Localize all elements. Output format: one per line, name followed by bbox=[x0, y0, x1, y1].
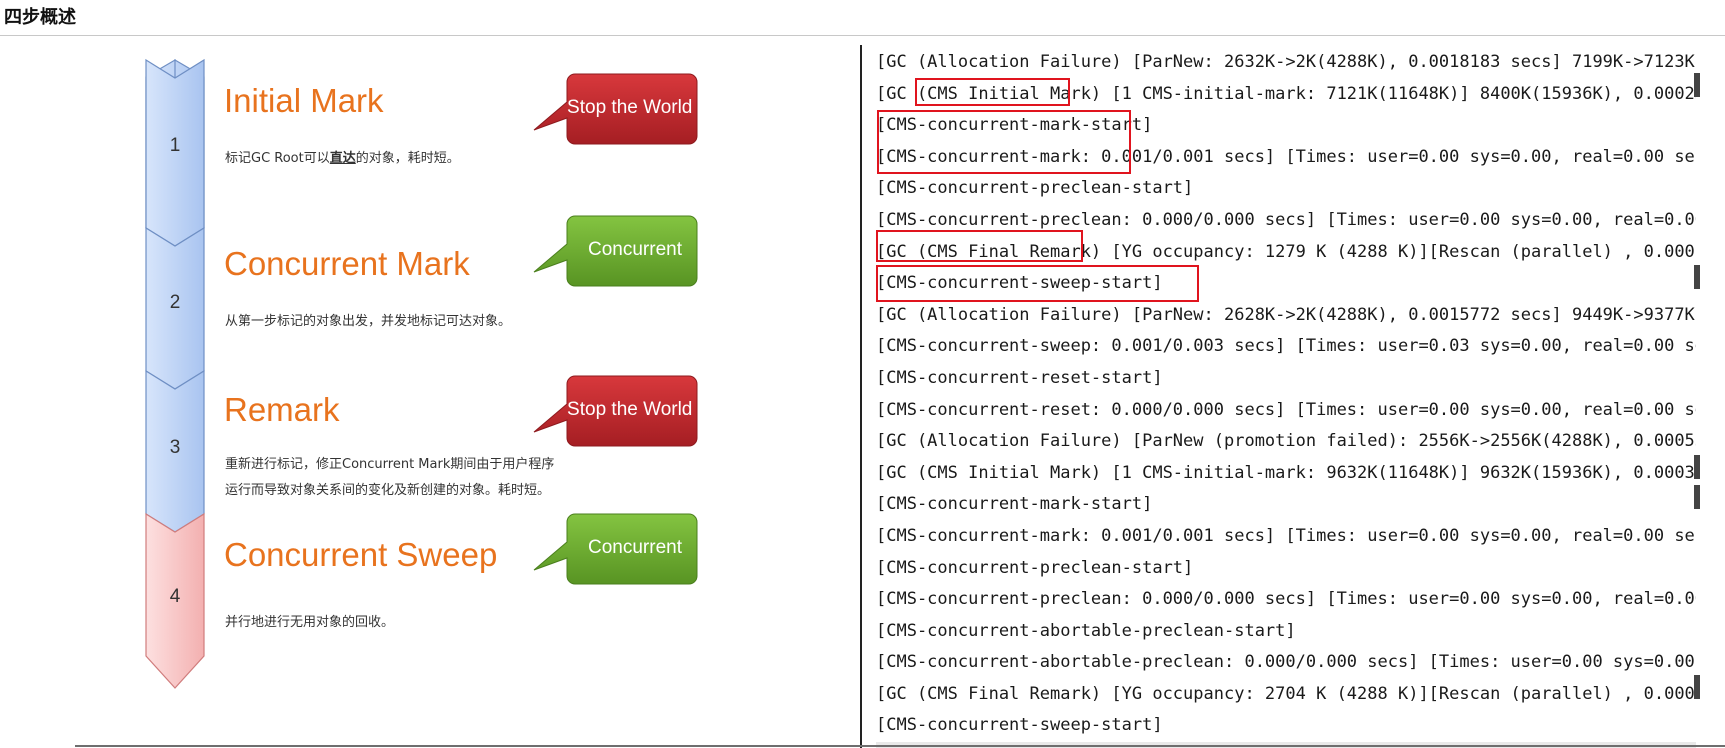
step-number-3: 3 bbox=[169, 437, 181, 458]
step-title-2: Concurrent Mark bbox=[224, 245, 470, 282]
diagram-graphics bbox=[145, 58, 698, 689]
log-line: [GC (Allocation Failure) [ParNew: 2632K-… bbox=[876, 52, 1696, 72]
log-line: [GC (Allocation Failure) [ParNew: 2628K-… bbox=[876, 304, 1696, 325]
log-line: [CMS-concurrent-sweep: 0.001/0.003 secs]… bbox=[876, 336, 1696, 357]
section-heading: 四步概述 bbox=[4, 7, 76, 28]
edge-mark bbox=[1694, 73, 1700, 97]
heading-divider bbox=[0, 35, 1725, 36]
bottom-divider bbox=[75, 745, 1725, 747]
log-line: [CMS-concurrent-sweep-start] bbox=[876, 273, 1163, 294]
log-line: [CMS-concurrent-preclean: 0.000/0.000 se… bbox=[876, 209, 1696, 230]
highlight-final-remark bbox=[876, 230, 1083, 262]
log-line: [CMS-concurrent-mark-start] bbox=[876, 494, 1153, 515]
log-line: [CMS-concurrent-sweep-start] bbox=[876, 715, 1163, 736]
bubble-4-shape bbox=[533, 513, 698, 585]
bubble-label-3: Stop the World ! bbox=[567, 399, 703, 420]
highlight-cms-initial-mark bbox=[915, 78, 1070, 106]
step-description-2: 从第一步标记的对象出发，并发地标记可达对象。 bbox=[225, 314, 512, 329]
log-line: [CMS-concurrent-abortable-preclean-start… bbox=[876, 620, 1296, 641]
edge-mark bbox=[1694, 675, 1700, 699]
step-description-4: 并行地进行无用对象的回收。 bbox=[225, 615, 395, 630]
highlight-concurrent-sweep bbox=[876, 265, 1199, 302]
step-description-3: 重新进行标记，修正Concurrent Mark期间由于用户程序运行而导致对象关… bbox=[225, 457, 555, 498]
bubble-3-shape bbox=[533, 375, 698, 447]
cms-four-step-diagram: 1 2 3 4 Initial Mark Concurrent Mark Rem… bbox=[0, 36, 858, 748]
log-line: [CMS-concurrent-mark: 0.001/0.001 secs] … bbox=[876, 525, 1696, 546]
log-line: [GC (Allocation Failure) [ParNew (promot… bbox=[876, 431, 1696, 452]
bubble-2-shape bbox=[533, 215, 698, 287]
log-line: [CMS-concurrent-mark: 0.001/0.001 secs] … bbox=[876, 146, 1696, 167]
log-line: [CMS-concurrent-preclean-start] bbox=[876, 557, 1194, 578]
step-description-1: 标记GC Root可以直达的对象，耗时短。 bbox=[225, 151, 460, 166]
bubble-label-2: Concurrent bbox=[588, 239, 682, 260]
log-line: [GC (CMS Initial Mark) [1 CMS-initial-ma… bbox=[876, 462, 1696, 483]
log-edge-marks bbox=[1694, 45, 1702, 748]
highlight-concurrent-mark bbox=[877, 110, 1131, 174]
edge-mark bbox=[1694, 485, 1700, 509]
edge-mark bbox=[1694, 265, 1700, 289]
bubble-label-4: Concurrent bbox=[588, 537, 682, 558]
emphasis-direct: 直达 bbox=[329, 151, 356, 166]
edge-mark bbox=[1694, 455, 1700, 479]
step-arrow-4 bbox=[145, 512, 205, 689]
log-line: [CMS-concurrent-mark-start] bbox=[876, 115, 1153, 136]
log-line: [GC (CMS Final Remark) [YG occupancy: 12… bbox=[876, 241, 1696, 262]
step-number-2: 2 bbox=[169, 292, 181, 313]
step-title-4: Concurrent Sweep bbox=[224, 536, 498, 573]
log-line: [CMS-concurrent-abortable-preclean: 0.00… bbox=[876, 652, 1696, 673]
log-line: [CMS-concurrent-reset: 0.000/0.000 secs]… bbox=[876, 399, 1696, 420]
gc-log-panel: [GC (Allocation Failure) [ParNew: 2632K-… bbox=[876, 47, 1696, 748]
bubble-label-1: Stop the World ! bbox=[567, 97, 703, 118]
bubble-1-shape bbox=[533, 73, 698, 145]
log-line: [GC (CMS Final Remark) [YG occupancy: 27… bbox=[876, 683, 1696, 704]
step-number-1: 1 bbox=[169, 135, 181, 156]
step-number-4: 4 bbox=[169, 586, 181, 607]
log-left-border bbox=[860, 45, 862, 748]
log-line: [GC (CMS Initial Mark) [1 CMS-initial-ma… bbox=[876, 83, 1696, 104]
log-line: [CMS-concurrent-preclean: 0.000/0.000 se… bbox=[876, 589, 1696, 610]
log-line: [CMS-concurrent-preclean-start] bbox=[876, 178, 1194, 199]
log-line: [CMS-concurrent-reset-start] bbox=[876, 367, 1163, 388]
step-title-1: Initial Mark bbox=[224, 82, 384, 119]
step-title-3: Remark bbox=[224, 391, 340, 428]
